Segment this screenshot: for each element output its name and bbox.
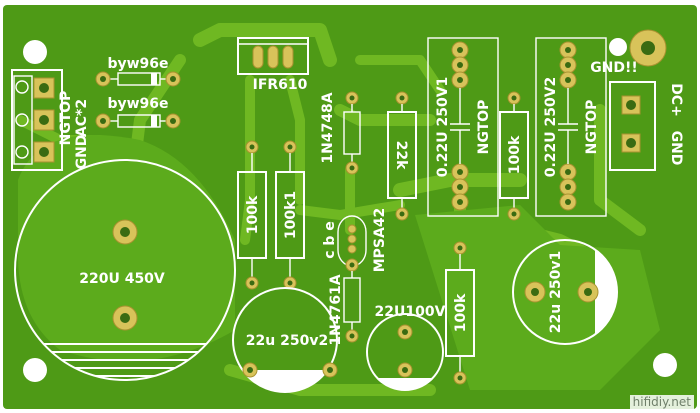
- label-cap-22u100v: 22U100V: [375, 304, 446, 320]
- resistor-22k: [387, 91, 417, 221]
- label-gnd-right-top: GND!!: [590, 60, 638, 76]
- label-transistor-pins: c b e: [322, 221, 338, 259]
- mosfet-outline: [237, 37, 309, 75]
- label-res-100k-b: 100k: [507, 135, 523, 174]
- electrolytic-cap-22u100v: [366, 313, 444, 391]
- label-cap-22u-b: 22u 250v1: [548, 251, 564, 333]
- label-big-cap: 220U 450V: [79, 271, 165, 287]
- copper-pour-left: [18, 135, 235, 362]
- label-dc-plus: DC+: [668, 83, 684, 117]
- label-diode-2: byw96e: [107, 96, 168, 112]
- label-film-cap-1: 0.22U 250V1: [435, 77, 451, 178]
- label-res-100k-c: 100k: [453, 293, 469, 332]
- label-ac-header: AC*2: [74, 99, 90, 137]
- label-res-100k1: 100k1: [283, 191, 299, 239]
- diode-2: [95, 113, 181, 129]
- label-gnd-left: GND: [74, 135, 90, 170]
- diode-1: [95, 71, 181, 87]
- resistor-100k-c: [445, 241, 475, 385]
- resistor-100k1: [275, 140, 305, 290]
- transistor-mpsa42: [337, 215, 367, 267]
- mounting-hole-tr: [609, 38, 627, 56]
- zener-2: [343, 258, 361, 343]
- mounting-hole-br: [653, 353, 677, 377]
- resistor-100k-a: [237, 140, 267, 290]
- label-ngtop-c1: NGTOP: [476, 100, 492, 155]
- label-gnd-right: GND: [668, 131, 684, 166]
- dc-connector: [609, 81, 656, 171]
- film-cap-1: [427, 37, 499, 217]
- label-film-cap-2: 0.22U 250V2: [543, 77, 559, 178]
- terminal-block-ac: [11, 69, 63, 171]
- label-ngtop-c2: NGTOP: [584, 100, 600, 155]
- label-zener-1: 1N4748A: [320, 92, 336, 163]
- label-res-22k: 22k: [393, 141, 409, 170]
- label-transistor: MPSA42: [372, 208, 388, 273]
- label-res-100k-a: 100k: [245, 195, 261, 234]
- zener-1: [343, 91, 361, 175]
- label-zener-2: 1N4761A: [328, 274, 344, 345]
- film-cap-2: [535, 37, 607, 217]
- label-cap-22u-a: 22u 250v2: [246, 333, 328, 349]
- label-diode-1: byw96e: [107, 56, 168, 72]
- mounting-hole-tl: [23, 40, 47, 64]
- label-mosfet: IFR610: [253, 77, 308, 93]
- mounting-hole-bl: [23, 358, 47, 382]
- resistor-100k-b: [499, 91, 529, 221]
- label-ngtop-left: NGTOP: [58, 91, 74, 146]
- watermark: hifidiy.net: [629, 395, 694, 409]
